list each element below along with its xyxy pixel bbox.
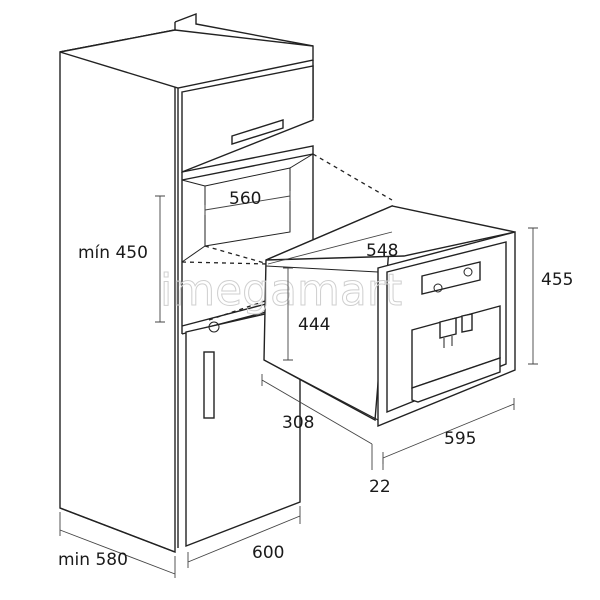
built-in-coffee-machine bbox=[263, 204, 516, 428]
coffee-spout bbox=[439, 317, 457, 339]
dim-appliance-body-height: 444 bbox=[298, 315, 330, 335]
upper-drawer-front bbox=[181, 65, 314, 174]
dim-cabinet-depth: min 580 bbox=[58, 550, 128, 570]
niche-back bbox=[204, 167, 291, 247]
watermark: imegamart bbox=[160, 265, 402, 316]
tall-cabinet bbox=[59, 12, 314, 554]
dim-appliance-depth: 548 bbox=[366, 241, 398, 261]
niche-dashed-guides bbox=[181, 153, 393, 321]
control-knob-icon bbox=[463, 267, 473, 277]
dimension-lines bbox=[59, 191, 538, 578]
dim-front-panel-depth: 22 bbox=[369, 477, 391, 497]
dim-niche-width: 560 bbox=[229, 189, 261, 209]
drawer-handle bbox=[231, 119, 284, 145]
cabinet-top bbox=[59, 29, 314, 89]
dim-appliance-width: 595 bbox=[444, 429, 476, 449]
dim-appliance-height: 455 bbox=[541, 270, 573, 290]
control-panel bbox=[421, 261, 481, 295]
dim-cabinet-width: 600 bbox=[252, 543, 284, 563]
door-handle bbox=[203, 351, 215, 419]
cabinet-left-side bbox=[59, 29, 176, 554]
dim-appliance-side-depth: 308 bbox=[282, 413, 314, 433]
drip-tray bbox=[411, 357, 501, 403]
control-knob-icon bbox=[433, 283, 443, 293]
dim-niche-height: mín 450 bbox=[78, 243, 148, 263]
